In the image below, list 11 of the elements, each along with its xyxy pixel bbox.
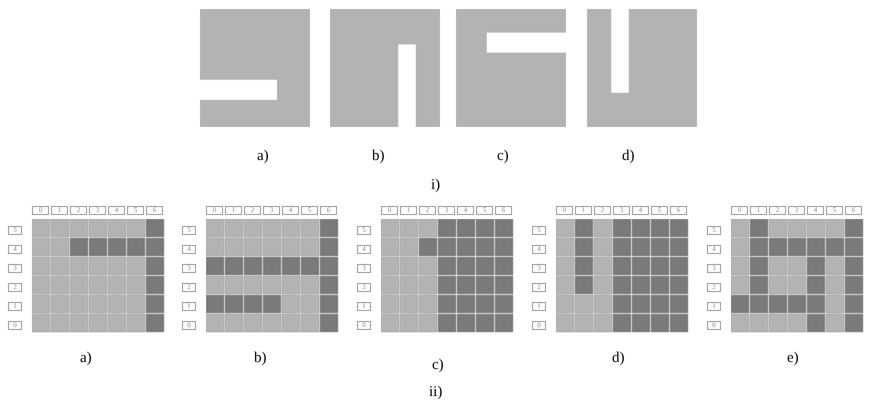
- caption-label: e): [787, 350, 799, 367]
- caption-label: a): [257, 148, 269, 165]
- caption-label: d): [622, 148, 634, 165]
- caption-label: b): [372, 148, 384, 165]
- caption-label: c): [432, 357, 444, 374]
- caption-label: d): [612, 350, 624, 367]
- caption-label: c): [497, 148, 509, 165]
- caption-label: ii): [429, 384, 442, 401]
- caption-label: b): [254, 350, 266, 367]
- caption-label: a): [80, 350, 92, 367]
- caption-label: i): [431, 177, 440, 194]
